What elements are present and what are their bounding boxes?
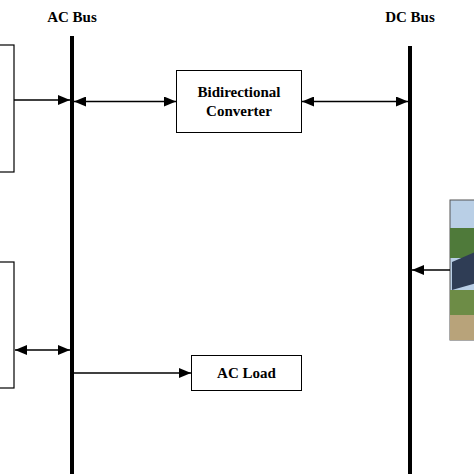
power-flow-arrow — [74, 372, 191, 374]
cropped-source-box — [0, 45, 14, 172]
bus-bar: AC Bus — [70, 36, 74, 474]
component-box: AC Load — [191, 355, 302, 391]
bus-bar: DC Bus — [408, 46, 412, 474]
power-flow-arrow — [74, 101, 176, 103]
pv-photo — [450, 200, 474, 340]
power-flow-arrow — [302, 101, 408, 103]
cropped-storage-box — [0, 262, 14, 388]
pv-arrow — [412, 269, 450, 271]
bus-label: DC Bus — [385, 8, 435, 26]
source-arrow — [14, 99, 70, 101]
box-label: AC Load — [217, 364, 276, 383]
bus-label: AC Bus — [47, 8, 97, 26]
storage-arrow — [15, 349, 70, 351]
box-label: Bidirectional Converter — [183, 83, 295, 121]
component-box: Bidirectional Converter — [176, 70, 302, 133]
